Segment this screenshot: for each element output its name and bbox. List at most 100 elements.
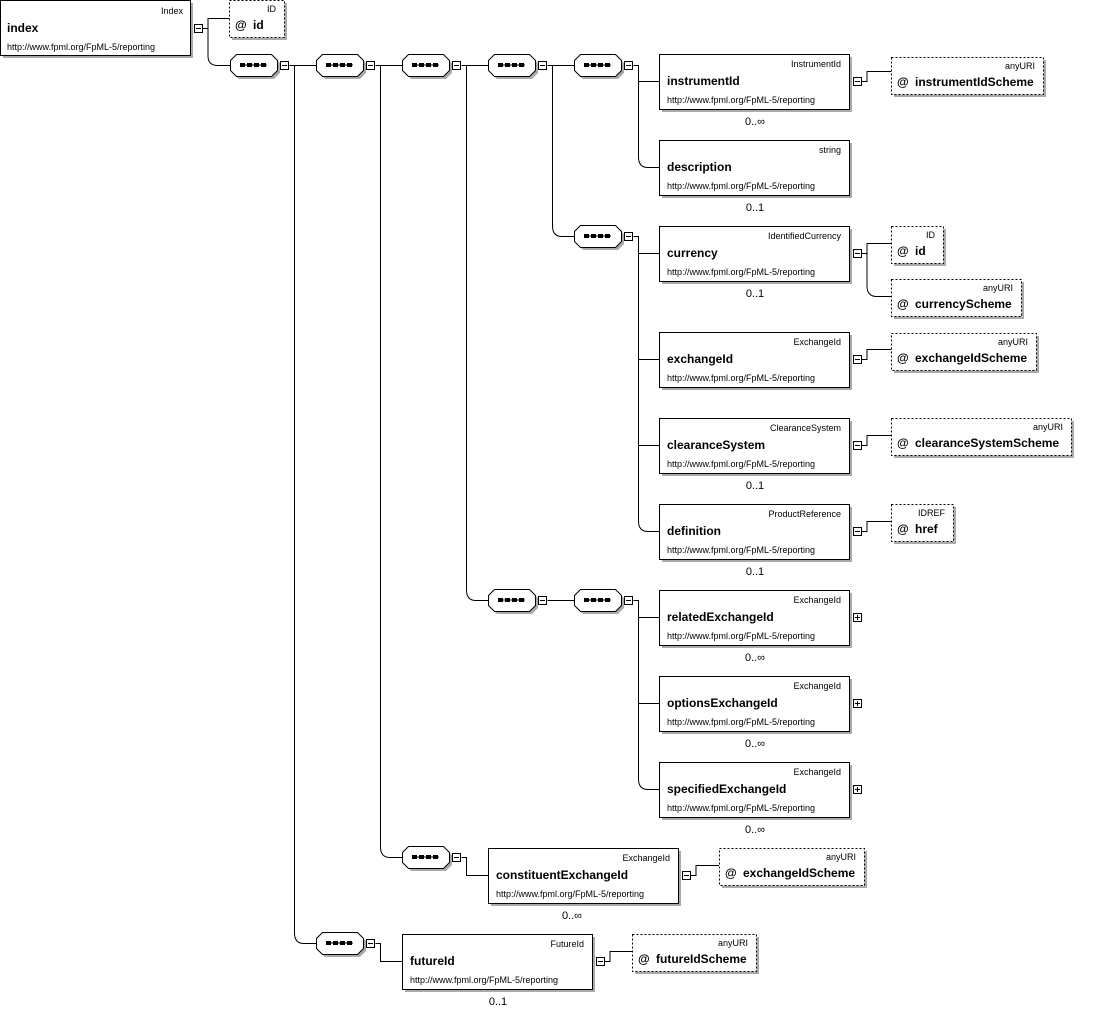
sequence-dot [584,598,589,602]
sequence-dot [519,63,524,67]
element-name: instrumentId [667,74,740,88]
element-namespace: http://www.fpml.org/FpML-5/reporting [667,459,815,469]
occurrence-label: 0..∞ [745,652,765,664]
attribute-type: ID [926,230,936,240]
attribute-name: clearanceSystemScheme [915,436,1059,450]
attribute-type: IDREF [918,508,946,518]
sequence-dot [340,63,345,67]
element-type: FutureId [550,939,584,949]
sequence-dot [240,63,245,67]
element-name: futureId [410,954,455,968]
attribute-name: id [915,244,926,258]
element-box-exchangeId[interactable] [659,332,850,388]
attribute-box-clearanceSystemScheme[interactable] [891,418,1072,456]
element-type: ProductReference [768,509,841,519]
sequence-dot [591,63,596,67]
connector-line [862,521,891,532]
attribute-type: anyURI [998,337,1028,347]
element-type: ExchangeId [793,767,841,777]
element-box-currency[interactable] [659,226,850,282]
sequence-dot [426,855,431,859]
attribute-box-constituent-exchangeIdScheme[interactable] [719,848,865,886]
connector-line [633,600,659,790]
attribute-box-exchangeIdScheme[interactable] [891,333,1037,371]
connector-line [633,236,659,532]
element-type: IdentifiedCurrency [768,231,842,241]
occurrence-label: 0..1 [746,566,764,578]
connector-line [294,65,316,944]
element-box-specifiedExchangeId[interactable] [659,762,850,818]
sequence-dot [412,855,417,859]
occurrence-label: 0..∞ [745,738,765,750]
attribute-box-currency-id[interactable] [891,226,944,264]
element-box-clearanceSystem[interactable] [659,418,850,474]
connector-line [207,28,231,66]
occurrence-label: 0..∞ [745,824,765,836]
sequence-dot [333,941,338,945]
attribute-type: ID [267,4,277,14]
attribute-name: currencyScheme [915,297,1012,311]
sequence-dot [598,63,603,67]
sequence-dot [605,598,610,602]
element-name: description [667,160,732,174]
attribute-at-icon: @ [897,351,909,365]
attribute-name: exchangeIdScheme [915,351,1027,365]
sequence-dot [340,941,345,945]
attribute-box-href[interactable] [891,504,954,542]
sequence-dot [498,63,503,67]
element-type: ClearanceSystem [770,423,841,433]
attribute-at-icon: @ [638,952,650,966]
attribute-name: instrumentIdScheme [915,75,1034,89]
root-type: Index [161,6,184,16]
element-box-futureId[interactable] [402,934,593,990]
element-namespace: http://www.fpml.org/FpML-5/reporting [496,889,644,899]
sequence-dot [512,598,517,602]
attribute-at-icon: @ [897,436,909,450]
element-name: optionsExchangeId [667,696,778,710]
element-box-instrumentId[interactable] [659,54,850,110]
element-type: ExchangeId [793,337,841,347]
sequence-dot [426,63,431,67]
sequence-dot [598,234,603,238]
sequence-dot [419,855,424,859]
element-namespace: http://www.fpml.org/FpML-5/reporting [667,95,815,105]
element-name: definition [667,524,721,538]
attribute-name: exchangeIdScheme [743,866,855,880]
element-box-optionsExchangeId[interactable] [659,676,850,732]
element-namespace: http://www.fpml.org/FpML-5/reporting [667,267,815,277]
sequence-dot [333,63,338,67]
attribute-box-futureIdScheme[interactable] [632,934,757,972]
element-namespace: http://www.fpml.org/FpML-5/reporting [410,975,558,985]
attribute-name: id [253,18,264,32]
sequence-dot [591,234,596,238]
sequence-dot [498,598,503,602]
sequence-dot [584,234,589,238]
element-box-description[interactable] [659,140,850,196]
element-name: clearanceSystem [667,438,765,452]
root-element-box[interactable] [0,0,191,56]
connector-line [552,65,574,237]
attribute-box-currencyScheme[interactable] [891,279,1022,317]
element-box-definition[interactable] [659,504,850,560]
sequence-dot [505,598,510,602]
attribute-at-icon: @ [897,244,909,258]
attribute-box-root-id[interactable] [229,0,285,38]
element-namespace: http://www.fpml.org/FpML-5/reporting [667,717,815,727]
element-name: relatedExchangeId [667,610,774,624]
element-box-relatedExchangeId[interactable] [659,590,850,646]
sequence-dot [512,63,517,67]
sequence-dot [326,63,331,67]
connector-line [605,951,632,962]
connector-line [461,857,488,876]
element-name: constituentExchangeId [496,868,628,882]
occurrence-label: 0..1 [746,480,764,492]
occurrence-label: 0..∞ [562,910,582,922]
root-namespace: http://www.fpml.org/FpML-5/reporting [7,42,155,52]
attribute-type: anyURI [826,852,856,862]
attribute-box-instrumentIdScheme[interactable] [891,57,1044,95]
element-box-constituentExchangeId[interactable] [488,848,679,904]
element-name: currency [667,246,718,260]
element-name: exchangeId [667,352,733,366]
sequence-dot [605,63,610,67]
attribute-at-icon: @ [897,75,909,89]
